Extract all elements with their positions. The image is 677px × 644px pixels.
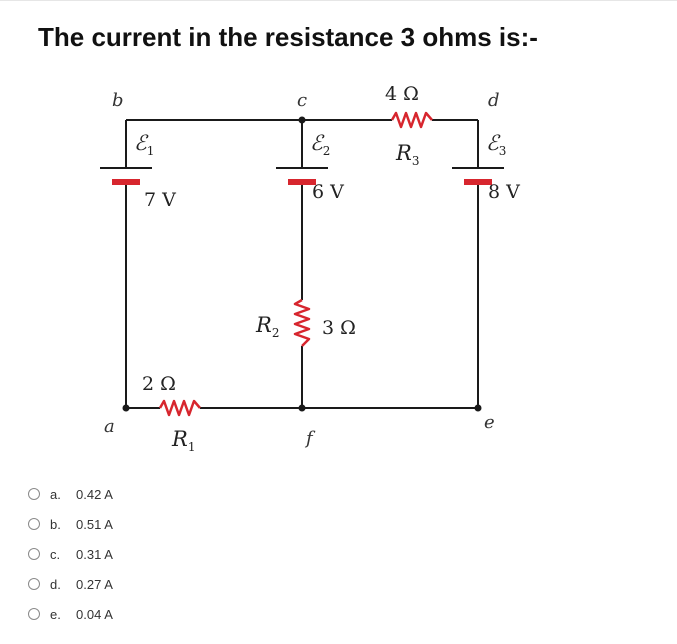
node-label-a: a: [104, 416, 115, 437]
radio-icon[interactable]: [28, 488, 40, 500]
option-a[interactable]: a. 0.42 A: [28, 484, 113, 504]
resistor-r1-symbol: R1: [171, 427, 195, 454]
option-letter: e.: [50, 606, 61, 622]
circuit-diagram: b c d a f e ℰ1 7 V ℰ2 6 V ℰ3 8 V 4 Ω R3 …: [100, 83, 520, 454]
resistor-r1-value: 2 Ω: [142, 373, 176, 395]
source-e1-value: 7 V: [144, 189, 176, 211]
option-text: 0.51 A: [76, 516, 113, 532]
option-e[interactable]: e. 0.04 A: [28, 604, 113, 624]
question-title: The current in the resistance 3 ohms is:…: [38, 22, 538, 52]
option-letter: b.: [50, 516, 61, 532]
battery-e2: [276, 167, 328, 185]
node-label-b: b: [112, 90, 124, 111]
resistor-r2-value: 3 Ω: [322, 317, 356, 339]
radio-icon[interactable]: [28, 518, 40, 530]
source-e2-symbol: ℰ2: [310, 131, 330, 158]
option-d[interactable]: d. 0.27 A: [28, 574, 113, 594]
radio-icon[interactable]: [28, 548, 40, 560]
junction-e: [474, 404, 482, 412]
option-b[interactable]: b. 0.51 A: [28, 514, 113, 534]
resistor-r3-value: 4 Ω: [385, 83, 419, 105]
junction-a: [122, 404, 130, 412]
answer-options: a. 0.42 A b. 0.51 A c. 0.31 A d. 0.27 A …: [28, 484, 113, 634]
node-label-f: f: [304, 428, 316, 449]
resistor-r2-symbol: R2: [255, 313, 279, 340]
top-divider: [0, 0, 677, 1]
option-letter: d.: [50, 576, 61, 592]
circuit-nodes: [122, 116, 482, 412]
option-text: 0.31 A: [76, 546, 113, 562]
circuit-wires: [125, 119, 479, 409]
junction-c: [298, 116, 306, 124]
node-label-c: c: [297, 90, 307, 111]
option-c[interactable]: c. 0.31 A: [28, 544, 113, 564]
source-e3-value: 8 V: [488, 181, 520, 203]
resistor-r1: [158, 399, 201, 417]
option-letter: a.: [50, 486, 61, 502]
radio-icon[interactable]: [28, 608, 40, 620]
node-label-d: d: [488, 90, 500, 111]
battery-e3: [452, 167, 504, 185]
resistor-r3: [390, 111, 433, 129]
source-e2-value: 6 V: [312, 181, 344, 203]
option-text: 0.27 A: [76, 576, 113, 592]
source-e1-symbol: ℰ1: [134, 131, 154, 158]
battery-e1: [100, 167, 152, 185]
source-e3-symbol: ℰ3: [486, 131, 506, 158]
node-label-e: e: [484, 412, 495, 433]
radio-icon[interactable]: [28, 578, 40, 590]
resistor-r2: [293, 298, 311, 347]
option-text: 0.04 A: [76, 606, 113, 622]
option-letter: c.: [50, 546, 61, 562]
option-text: 0.42 A: [76, 486, 113, 502]
junction-f: [298, 404, 306, 412]
resistor-r3-symbol: R3: [395, 141, 419, 168]
